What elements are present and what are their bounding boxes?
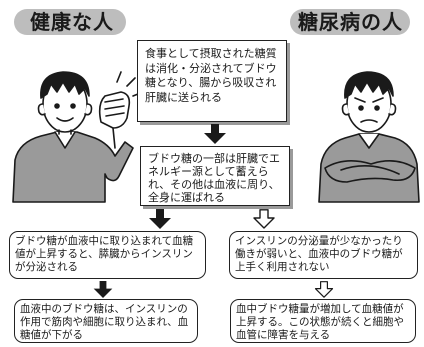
healthy-title-background: [14, 9, 126, 35]
diabetic-step2-box: 血中ブドウ糖量が増加して血糖値が上昇する。この状態が続くと細胞や血管に障害を与え…: [230, 299, 416, 343]
outline-down-arrow-icon: [314, 281, 334, 298]
diabetic-title-background: [290, 9, 410, 35]
diabetic-step1-text: インスリンの分泌量が少なかったり働きが弱いと、血液中のブドウ糖が上手く利用されな…: [235, 235, 403, 273]
cheerful-man-fist-icon: [12, 71, 144, 203]
ingestion-step-text: 食事として摂取された糖質は消化・分泌されてブドウ糖となり、腸から吸収され肝臓に送…: [145, 47, 277, 104]
healthy-person-figure: [12, 71, 144, 203]
healthy-step1-box: ブドウ糖が血液中に取り込まれて血糖値が上昇すると、膵臓からインスリンが分泌される: [9, 231, 206, 279]
diabetic-title: 糖尿病の人: [298, 10, 403, 34]
liver-step-box: ブドウ糖の一部は肝臓でエネルギー源として蓄えられ、その他は血液に周り、全身に運ば…: [140, 146, 290, 206]
diabetic-person-figure: [318, 71, 420, 203]
healthy-step2-box: 血液中のブドウ糖は、インスリンの作用で筋肉や細胞に取り込まれ、血糖値が下がる: [14, 299, 198, 343]
healthy-step2-text: 血液中のブドウ糖は、インスリンの作用で筋肉や細胞に取り込まれ、血糖値が下がる: [20, 303, 189, 341]
liver-step-text: ブドウ糖の一部は肝臓でエネルギー源として蓄えられ、その他は血液に周り、全身に運ば…: [148, 152, 280, 204]
healthy-step1-text: ブドウ糖が血液中に取り込まれて血糖値が上昇すると、膵臓からインスリンが分泌される: [15, 235, 194, 273]
diabetic-step2-text: 血中ブドウ糖量が増加して血糖値が上昇する。この状態が続くと細胞や血管に障害を与え…: [236, 303, 404, 341]
outline-down-arrow-icon: [253, 209, 275, 229]
solid-down-arrow-icon: [93, 281, 113, 298]
ingestion-step-box: 食事として摂取された糖質は消化・分泌されてブドウ糖となり、腸から吸収され肝臓に送…: [137, 40, 287, 122]
diabetic-step1-box: インスリンの分泌量が少なかったり働きが弱いと、血液中のブドウ糖が上手く利用されな…: [229, 231, 418, 279]
solid-down-arrow-icon: [149, 209, 171, 229]
solid-down-arrow-icon: [204, 124, 226, 144]
worried-man-arms-crossed-icon: [318, 71, 420, 203]
healthy-title: 健康な人: [30, 10, 114, 34]
